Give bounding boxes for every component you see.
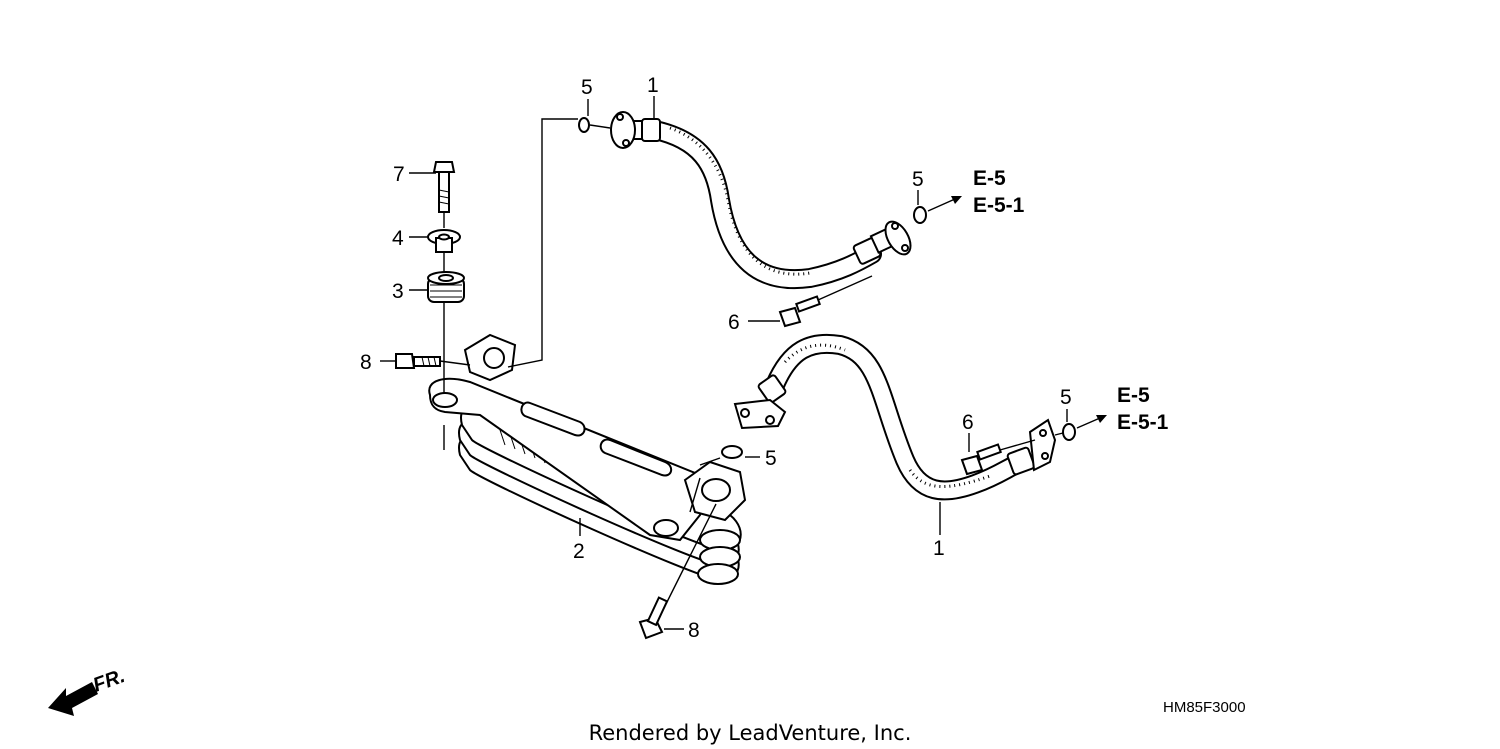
flange-bolt-lower[interactable] [960,443,1002,476]
callout-ring-cooler: 5 [765,447,777,470]
callout-bolt-lower: 6 [962,411,974,434]
diagram-code: HM85F3000 [1163,699,1246,716]
callout-hose-lower: 1 [933,537,945,560]
callout-bolt-upper: 6 [728,311,740,334]
callout-cooler: 2 [573,540,585,563]
ref-upper-primary[interactable]: E-5 [973,167,1006,190]
ref-lower-primary[interactable]: E-5 [1117,384,1150,407]
flange-bolt-upper[interactable] [778,295,821,328]
callout-bolt-top: 7 [393,163,405,186]
lower-oil-hose[interactable] [733,333,1057,501]
ref-lower-secondary[interactable]: E-5-1 [1117,411,1169,434]
callout-collar: 4 [392,227,404,250]
oil-cooler[interactable] [428,333,747,585]
front-marker-label: FR. [90,665,128,697]
ref-upper-secondary[interactable]: E-5-1 [973,194,1025,217]
callout-ring-lower-right: 5 [1060,386,1072,409]
collar[interactable] [427,229,461,253]
leader-lines [380,96,1107,630]
upper-oil-hose[interactable] [610,111,916,290]
o-ring-upper-left[interactable] [578,117,590,133]
callout-bolt-left: 8 [360,351,372,374]
flange-bolt-top[interactable] [432,161,456,213]
o-ring-cooler[interactable] [721,445,743,459]
callout-ring-upper-right: 5 [912,168,924,191]
callout-ring-upper-left: 5 [581,76,593,99]
cushion-rubber[interactable] [427,271,465,303]
flange-bolt-left[interactable] [395,353,441,369]
credit-line: Rendered by LeadVenture, Inc. [589,721,912,745]
o-ring-lower-right[interactable] [1062,423,1076,441]
callout-cushion: 3 [392,280,404,303]
front-direction-arrow: FR. [48,665,128,716]
callout-bolt-bottom: 8 [688,619,700,642]
flange-bolt-bottom[interactable] [638,596,669,640]
o-ring-upper-right[interactable] [913,206,927,224]
callout-hose-upper: 1 [647,74,659,97]
